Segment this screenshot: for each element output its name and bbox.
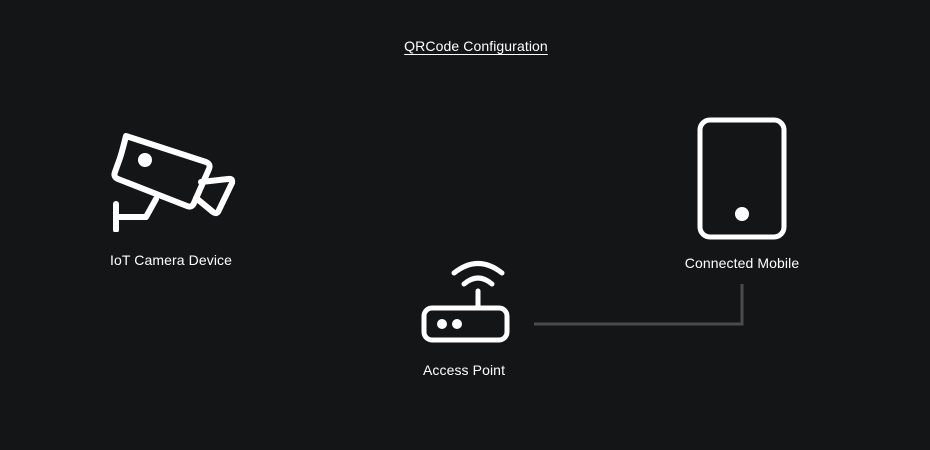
camera-label: IoT Camera Device bbox=[109, 252, 233, 268]
mobile-label: Connected Mobile bbox=[684, 255, 800, 271]
page-title[interactable]: QRCode Configuration bbox=[404, 38, 548, 54]
mobile-phone-icon bbox=[697, 117, 787, 240]
security-camera-icon bbox=[111, 133, 236, 232]
access-point-label: Access Point bbox=[422, 362, 506, 378]
wifi-router-icon bbox=[421, 261, 510, 343]
